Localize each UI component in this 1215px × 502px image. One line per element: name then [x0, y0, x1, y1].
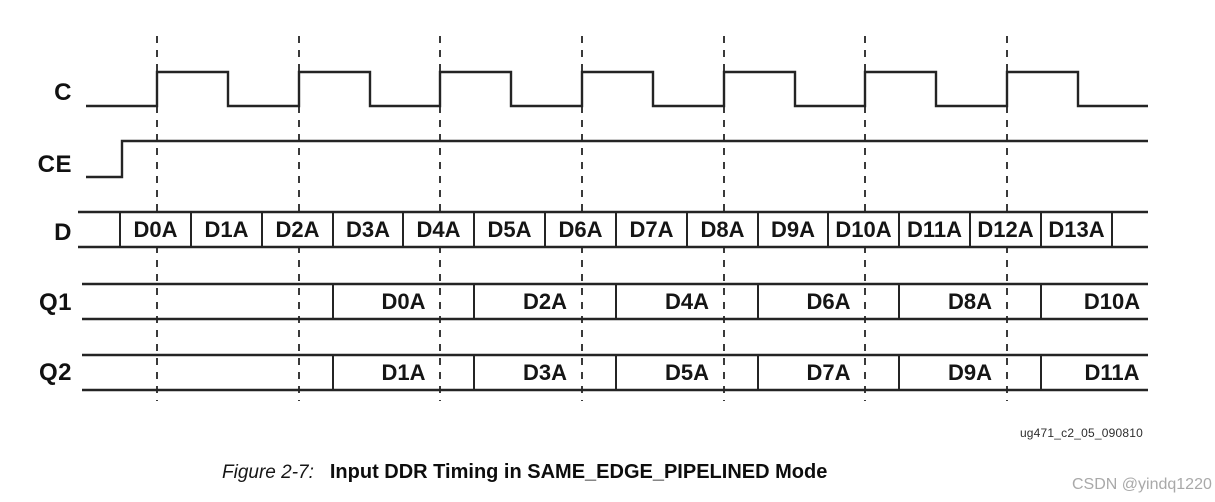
d-bus-cell: D4A [416, 217, 461, 242]
q2-bus-cell: D9A [947, 360, 992, 385]
q1-bus-cell: D10A [1083, 289, 1141, 314]
csdn-watermark: CSDN @yindq1220 [1072, 476, 1212, 493]
q1-bus-cell: D4A [664, 289, 709, 314]
q2-bus-dividers [332, 355, 1042, 390]
signal-label-q1: Q1 [38, 289, 72, 316]
figure-reference-code: ug471_c2_05_090810 [1019, 426, 1143, 440]
d-bus-cell: D2A [275, 217, 320, 242]
d-bus-cell: D0A [133, 217, 178, 242]
q2-bus-cell: D5A [664, 360, 709, 385]
d-bus-cell: D1A [204, 217, 249, 242]
d-bus-cell: D11A [906, 217, 963, 242]
q2-bus-cell: D11A [1084, 360, 1140, 385]
d-bus-cell: D10A [835, 217, 892, 242]
d-bus-cell: D12A [977, 217, 1034, 242]
d-bus-cell: D5A [487, 217, 532, 242]
figure-caption: Figure 2-7: Input DDR Timing in SAME_EDG… [222, 461, 827, 484]
signal-label-q2: Q2 [38, 359, 72, 386]
q2-bus-cell: D1A [381, 360, 426, 385]
q1-bus-cell: D2A [522, 289, 567, 314]
q1-bus-dividers [332, 284, 1042, 319]
q2-bus-cell: D3A [522, 360, 567, 385]
d-bus-cell: D7A [629, 217, 674, 242]
ce-enable-waveform [86, 139, 1148, 179]
d-bus-cell: D9A [770, 217, 815, 242]
d-bus-dividers [119, 212, 1113, 247]
signal-label-c: C [54, 79, 72, 106]
q1-bus-cell: D6A [806, 289, 851, 314]
d-bus-cell: D13A [1048, 217, 1105, 242]
figure-caption-number: Figure 2-7: [222, 462, 314, 483]
q2-bus-cell: D7A [806, 360, 851, 385]
d-bus-cell: D3A [345, 217, 390, 242]
c-clock-waveform [86, 70, 1148, 108]
signal-label-d: D [54, 219, 72, 246]
signal-label-ce: CE [37, 151, 72, 178]
d-bus-cell: D8A [700, 217, 745, 242]
figure-caption-title: Input DDR Timing in SAME_EDGE_PIPELINED … [329, 461, 828, 483]
q1-bus-cell: D0A [381, 289, 426, 314]
d-bus-cell: D6A [558, 217, 603, 242]
q1-bus-cell: D8A [947, 289, 992, 314]
